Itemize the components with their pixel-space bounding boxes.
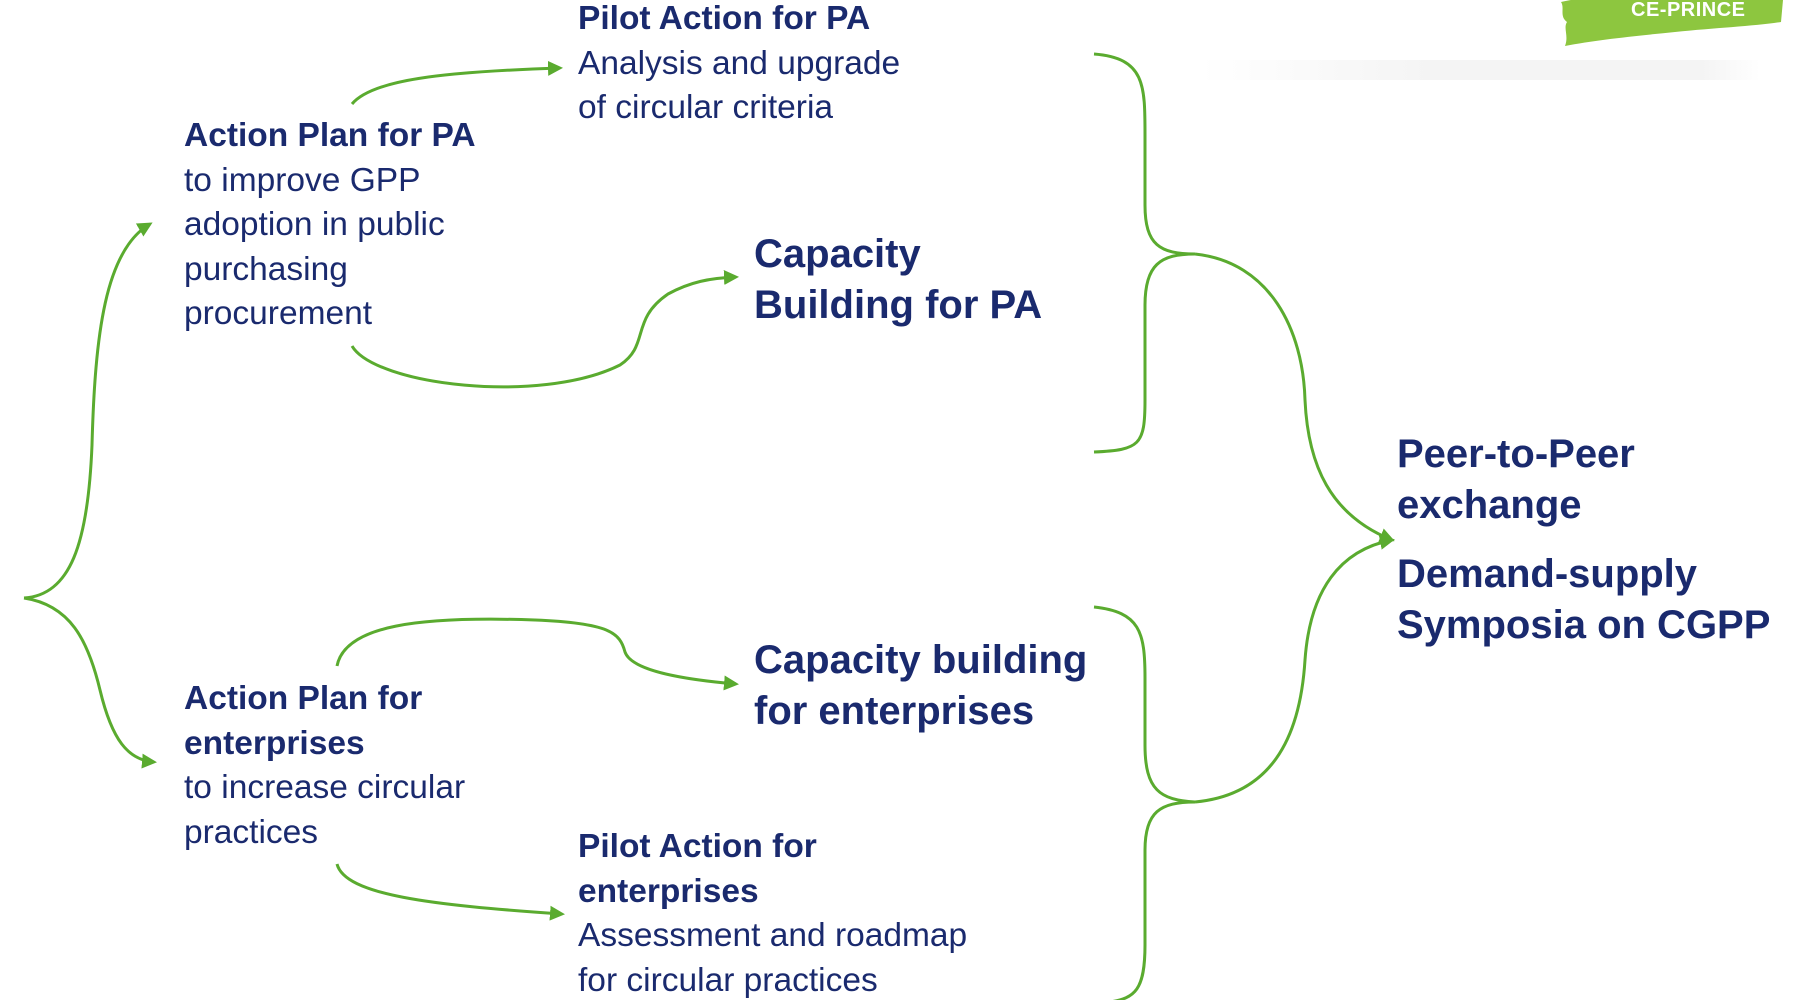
lower-brace	[1093, 605, 1196, 1000]
pilot-action-pa-title: Pilot Action for PA	[578, 0, 871, 37]
symposia: Demand-supply Symposia on CGPP	[1397, 549, 1770, 651]
peer-exchange-line: Peer-to-Peer	[1397, 432, 1635, 476]
arrow-to-capacity-pa	[350, 269, 739, 389]
left-brace-upper-arrow	[23, 222, 153, 600]
action-plan-pa-desc-line: to improve GPP	[184, 161, 421, 199]
action-plan-enterprises-title-line: enterprises	[184, 724, 365, 762]
pilot-action-pa-desc-line: Analysis and upgrade	[578, 44, 901, 82]
symposia-line: Symposia on CGPP	[1397, 603, 1771, 647]
action-plan-pa-desc-line: purchasing	[184, 250, 348, 288]
pilot-action-pa-desc-line: of circular criteria	[578, 89, 834, 126]
action-plan-pa: Action Plan for PA to improve GPP adopti…	[184, 114, 476, 337]
capacity-building-enterprises: Capacity building for enterprises	[754, 635, 1087, 737]
logo-shape	[1561, 0, 1783, 46]
symposia-line: Demand-supply	[1397, 552, 1698, 596]
capacity-building-pa-line: Building for PA	[754, 283, 1043, 327]
pilot-action-enterprises-title-line: enterprises	[578, 872, 759, 910]
capacity-building-enterprises-line: Capacity building	[754, 638, 1088, 682]
action-plan-enterprises-desc-line: to increase circular	[184, 769, 466, 806]
pilot-action-enterprises-title-line: Pilot Action for	[578, 828, 817, 865]
arrow-to-pilot-pa	[350, 60, 563, 105]
left-brace-lower-arrow	[23, 596, 157, 769]
action-plan-enterprises-title-line: Action Plan for	[184, 680, 423, 717]
arrow-lower-to-peer	[1194, 534, 1395, 804]
upper-brace	[1093, 52, 1196, 454]
action-plan-pa-desc-line: procurement	[184, 295, 373, 332]
action-plan-enterprises-desc-line: practices	[184, 813, 319, 851]
peer-exchange-line: exchange	[1397, 483, 1582, 527]
action-plan-enterprises: Action Plan for enterprises to increase …	[184, 677, 465, 855]
pilot-action-enterprises-desc-line: Assessment and roadmap	[578, 917, 968, 954]
capacity-building-enterprises-line: for enterprises	[754, 689, 1035, 733]
capacity-building-pa: Capacity Building for PA	[754, 229, 1042, 331]
action-plan-pa-title: Action Plan for PA	[184, 117, 476, 154]
pilot-action-enterprises-desc-line: for circular practices	[578, 961, 878, 999]
arrow-to-capacity-enterprises	[335, 617, 739, 691]
arrow-upper-to-peer	[1194, 252, 1395, 543]
pilot-action-pa: Pilot Action for PA Analysis and upgrade…	[578, 0, 900, 131]
arrow-to-pilot-enterprises	[335, 863, 565, 921]
logo-brushstroke	[1561, 0, 1783, 46]
logo-shadow	[1200, 60, 1760, 80]
logo-text: CE-PRINCE	[1631, 0, 1746, 21]
peer-exchange: Peer-to-Peer exchange	[1397, 429, 1635, 531]
pilot-action-enterprises: Pilot Action for enterprises Assessment …	[578, 825, 967, 1000]
action-plan-pa-desc-line: adoption in public	[184, 206, 445, 243]
capacity-building-pa-line: Capacity	[754, 232, 921, 276]
